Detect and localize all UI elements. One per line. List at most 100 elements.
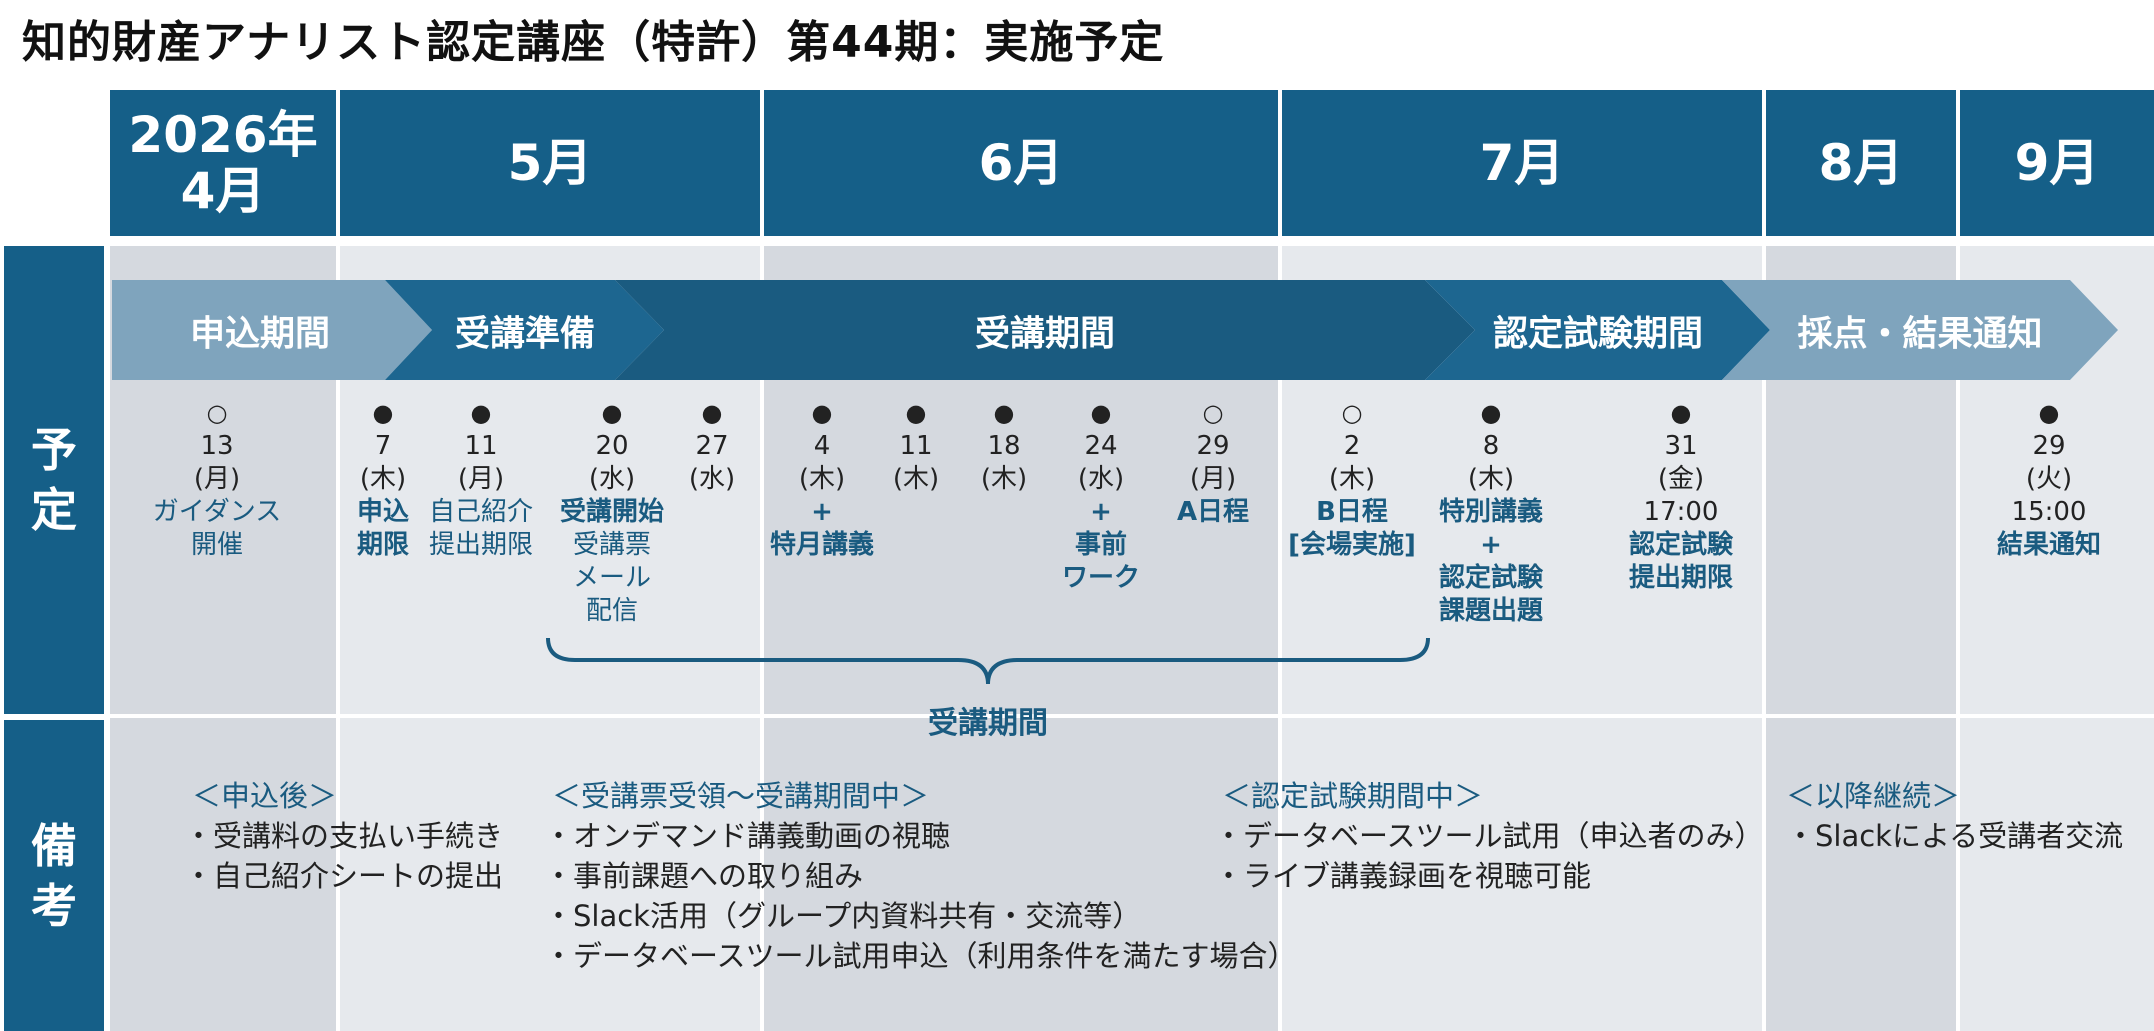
row-label-remarks: 備 考 xyxy=(4,720,104,1031)
remarks-item: ・Slackによる受講者交流 xyxy=(1786,819,2124,853)
phase-label-result: 採点・結果通知 xyxy=(1797,314,2043,355)
month-header-sep: 9月 xyxy=(1960,90,2154,236)
event-description: 課題出題 xyxy=(1438,596,1543,626)
remarks-item: ・データベースツール試用申込（利用条件を満たす場合） xyxy=(544,939,1297,973)
phase-arrow-result xyxy=(1722,280,2118,380)
remarks-block: ＜受講票受領～受講期間中＞ ・オンデマンド講義動画の視聴・事前課題への取り組み・S… xyxy=(544,776,1297,976)
remarks-item: ・Slack活用（グループ内資料共有・交流等） xyxy=(544,899,1142,933)
page-title: 知的財産アナリスト認定講座（特許）第44期：実施予定 xyxy=(22,17,1165,68)
event-date: 24 xyxy=(1084,431,1118,461)
filled-dot-icon: ● xyxy=(372,399,394,427)
filled-dot-icon: ● xyxy=(470,399,492,427)
event-description: B日程 xyxy=(1316,497,1388,527)
event-description: 自己紹介 xyxy=(428,497,533,527)
event-description: 受講開始 xyxy=(559,497,664,527)
phase-arrow-application xyxy=(112,280,432,380)
remarks-heading: ＜申込後＞ xyxy=(192,779,338,813)
filled-dot-icon: ● xyxy=(2038,399,2060,427)
event-date: 13 xyxy=(200,431,234,461)
event-weekday: (火) xyxy=(2025,464,2073,494)
event-description: 開催 xyxy=(190,530,243,560)
event-item: ●27(水) xyxy=(637,396,787,496)
event-weekday: (金) xyxy=(1657,464,1705,494)
month-label: 2026年 4月 xyxy=(128,106,318,220)
filled-dot-icon: ● xyxy=(1670,399,1692,427)
event-weekday: (木) xyxy=(359,464,407,494)
month-header-apr: 2026年 4月 xyxy=(110,90,336,236)
event-item: ●4(木)+特月講義 xyxy=(747,396,897,562)
event-description: 特月講義 xyxy=(769,530,874,560)
event-description: 特別講義 xyxy=(1438,497,1543,527)
open-circle-icon: ○ xyxy=(1341,399,1363,427)
event-description: 申込 xyxy=(356,497,409,527)
event-description: 17:00 xyxy=(1643,497,1719,527)
event-description: 期限 xyxy=(356,530,409,560)
remarks-heading: ＜受講票受領～受講期間中＞ xyxy=(552,779,930,813)
remarks-item: ・自己紹介シートの提出 xyxy=(184,859,504,893)
event-description: 認定試験 xyxy=(1628,530,1733,560)
month-label: 6月 xyxy=(978,134,1064,192)
event-weekday: (水) xyxy=(588,464,636,494)
event-description: A日程 xyxy=(1176,497,1250,527)
month-label: 8月 xyxy=(1818,134,1904,192)
event-date: 29 xyxy=(1196,431,1230,461)
event-item: ●20(水)受講開始受講票メール配信 xyxy=(537,396,687,628)
event-item: ●11(木) xyxy=(841,396,991,496)
filled-dot-icon: ● xyxy=(601,399,623,427)
event-date: 7 xyxy=(374,431,392,461)
event-date: 2 xyxy=(1343,431,1361,461)
remarks-item: ・オンデマンド講義動画の視聴 xyxy=(544,819,951,853)
event-weekday: (木) xyxy=(892,464,940,494)
phase-label-application: 申込期間 xyxy=(189,314,331,355)
filled-dot-icon: ● xyxy=(701,399,723,427)
event-weekday: (木) xyxy=(798,464,846,494)
event-weekday: (水) xyxy=(1077,464,1125,494)
event-description: 受講票 xyxy=(572,530,651,560)
event-description: ガイダンス xyxy=(152,497,282,527)
month-header-aug: 8月 xyxy=(1766,90,1956,236)
row-label-schedule: 予 定 xyxy=(4,246,104,714)
event-weekday: (月) xyxy=(193,464,241,494)
remarks-block: ＜認定試験期間中＞・データベースツール試用（申込者のみ）・ライブ講義録画を視聴可… xyxy=(1214,776,1764,896)
event-description: [会場実施] xyxy=(1288,530,1416,560)
month-header-jun: 6月 xyxy=(764,90,1278,236)
month-header-may: 5月 xyxy=(340,90,760,236)
event-item: ●8(木)特別講義+認定試験課題出題 xyxy=(1416,396,1566,628)
event-date: 11 xyxy=(899,431,933,461)
row-divider xyxy=(110,714,2154,718)
remarks-block: ＜以降継続＞・Slackによる受講者交流 xyxy=(1786,776,2123,856)
event-description: 15:00 xyxy=(2011,497,2087,527)
remarks-item: ・事前課題への取り組み xyxy=(544,859,864,893)
open-circle-icon: ○ xyxy=(206,399,228,427)
event-weekday: (月) xyxy=(1189,464,1237,494)
event-date: 29 xyxy=(2032,431,2066,461)
filled-dot-icon: ● xyxy=(811,399,833,427)
phase-arrow-exam xyxy=(1425,280,1770,380)
remarks-item: ・データベースツール試用（申込者のみ） xyxy=(1214,819,1764,853)
event-item: ●24(水)+事前ワーク xyxy=(1026,396,1176,595)
phase-label-course: 受講期間 xyxy=(974,314,1116,355)
event-date: 31 xyxy=(1664,431,1698,461)
event-weekday: (木) xyxy=(1467,464,1515,494)
event-item: ○ 13(月)ガイダンス開催 xyxy=(142,396,292,562)
remarks-item: ・ライブ講義録画を視聴可能 xyxy=(1214,859,1592,893)
month-header-jul: 7月 xyxy=(1282,90,1762,236)
event-date: 11 xyxy=(464,431,498,461)
event-date: 20 xyxy=(595,431,629,461)
filled-dot-icon: ● xyxy=(1480,399,1502,427)
event-date: 4 xyxy=(813,431,831,461)
open-circle-icon: ○ xyxy=(1202,399,1224,427)
month-label: 5月 xyxy=(507,134,593,192)
month-label: 9月 xyxy=(2014,134,2100,192)
event-description: 結果通知 xyxy=(1996,530,2101,560)
event-description: 配信 xyxy=(585,596,638,626)
event-item: ● 7(木)申込期限 xyxy=(308,396,458,562)
course-period-brace xyxy=(546,637,1430,685)
event-description: 提出期限 xyxy=(1628,563,1733,593)
phase-arrow-course xyxy=(615,280,1475,380)
event-description: + xyxy=(1090,497,1112,527)
phase-label-exam: 認定試験期間 xyxy=(1492,314,1704,355)
